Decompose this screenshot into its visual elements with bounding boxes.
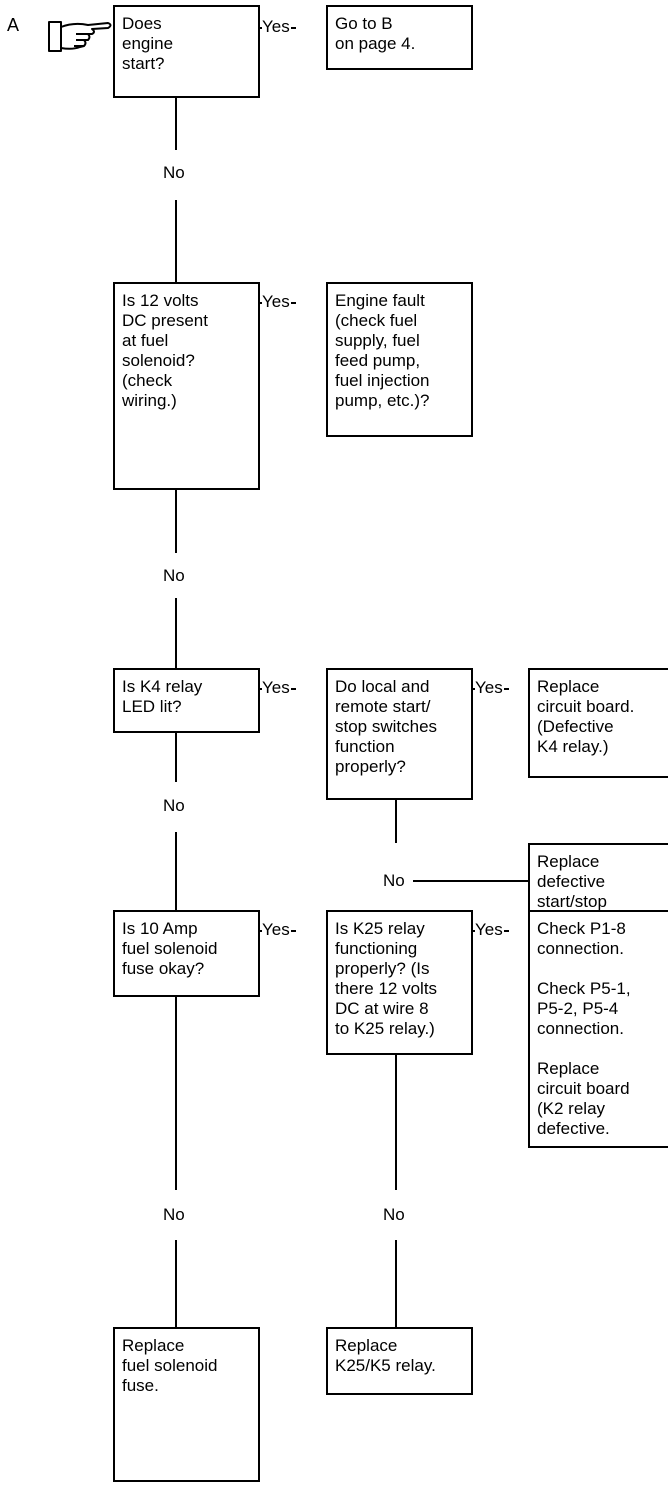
question-10-amp-fuse: Is 10 Amp fuel solenoid fuse okay? [113, 910, 260, 997]
yes-label: Yes [262, 292, 290, 312]
no-label: No [383, 871, 405, 891]
question-k4-relay: Is K4 relay LED lit? [113, 668, 260, 733]
section-label: A [7, 15, 20, 35]
no-label: No [163, 566, 185, 586]
question-12-volts: Is 12 volts DC present at fuel solenoid?… [113, 282, 260, 490]
no-label: No [163, 796, 185, 816]
result-engine-fault: Engine fault (check fuel supply, fuel fe… [326, 282, 473, 437]
result-replace-fuse: Replace fuel solenoid fuse. [113, 1327, 260, 1482]
question-engine-start: Does engine start? [113, 5, 260, 98]
pointing-hand-icon [48, 21, 112, 52]
yes-label: Yes [475, 678, 503, 698]
no-label: No [163, 1205, 185, 1225]
question-start-stop-switches: Do local and remote start/ stop switches… [326, 668, 473, 800]
no-label: No [383, 1205, 405, 1225]
yes-label: Yes [262, 678, 290, 698]
result-check-connections: Check P1-8 connection. Check P5-1, P5-2,… [528, 910, 668, 1148]
yes-label: Yes [475, 920, 503, 940]
result-go-to-b: Go to B on page 4. [326, 5, 473, 70]
result-replace-circuit-board-k4: Replace circuit board. (Defective K4 rel… [528, 668, 668, 778]
no-label: No [163, 163, 185, 183]
question-k25-relay: Is K25 relay functioning properly? (Is t… [326, 910, 473, 1055]
result-replace-k25-relay: Replace K25/K5 relay. [326, 1327, 473, 1395]
yes-label: Yes [262, 920, 290, 940]
yes-label: Yes [262, 17, 290, 37]
